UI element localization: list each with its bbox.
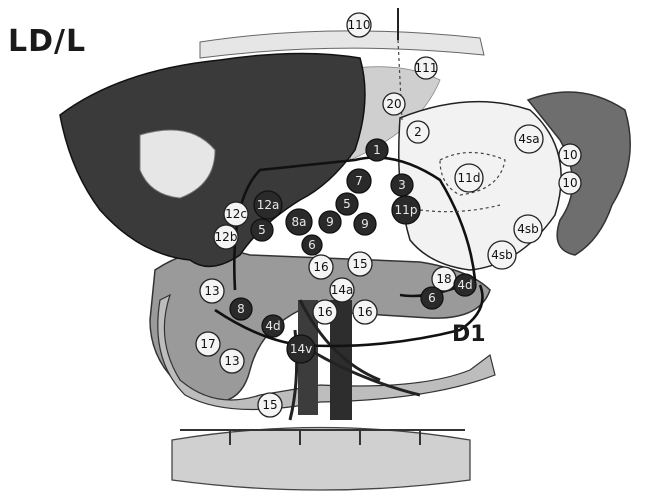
node-dark: 5	[336, 193, 358, 215]
svg-text:10: 10	[562, 148, 577, 162]
svg-text:14a: 14a	[331, 283, 354, 297]
node-white: 10	[559, 144, 581, 166]
svg-text:15: 15	[262, 398, 277, 412]
svg-text:15: 15	[352, 257, 367, 271]
node-dark: 11p	[392, 196, 420, 224]
svg-text:4d: 4d	[457, 278, 472, 292]
node-dark: 4d	[262, 315, 284, 337]
node-dark: 14v	[287, 335, 315, 363]
node-white: 111	[415, 57, 438, 79]
node-white: 13	[220, 349, 244, 373]
svg-text:12c: 12c	[225, 207, 247, 221]
node-white: 13	[200, 279, 224, 303]
node-white: 16	[313, 300, 337, 324]
node-white: 14a	[330, 278, 354, 302]
svg-text:11d: 11d	[458, 171, 481, 185]
svg-text:110: 110	[348, 18, 371, 32]
node-dark: 9	[354, 213, 376, 235]
svg-text:6: 6	[428, 291, 436, 305]
node-white: 15	[258, 393, 282, 417]
node-dark: 7	[347, 169, 371, 193]
svg-text:6: 6	[308, 238, 316, 252]
dissection-level-label: D1	[452, 322, 486, 347]
svg-text:9: 9	[326, 215, 334, 229]
node-dark: 5	[251, 219, 273, 241]
node-dark: 3	[391, 174, 413, 196]
node-white: 12c	[224, 202, 248, 226]
node-white: 16	[353, 300, 377, 324]
node-white: 2	[407, 121, 429, 143]
node-dark: 9	[319, 211, 341, 233]
svg-text:12b: 12b	[215, 230, 238, 244]
node-white: 4sb	[514, 215, 542, 243]
svg-text:20: 20	[386, 97, 401, 111]
svg-text:3: 3	[398, 178, 406, 192]
svg-text:8a: 8a	[292, 215, 307, 229]
node-dark: 12a	[254, 191, 282, 219]
node-white: 4sb	[488, 241, 516, 269]
node-white: 10	[559, 172, 581, 194]
node-white: 110	[347, 13, 371, 37]
node-dark: 6	[302, 235, 322, 255]
svg-text:16: 16	[317, 305, 332, 319]
node-white: 15	[348, 252, 372, 276]
svg-text:2: 2	[414, 125, 422, 139]
svg-text:1: 1	[373, 143, 381, 157]
node-white: 20	[383, 93, 405, 115]
svg-text:9: 9	[361, 217, 369, 231]
diaphragm	[200, 31, 484, 58]
svg-text:7: 7	[355, 174, 363, 188]
svg-text:13: 13	[204, 284, 219, 298]
svg-text:5: 5	[343, 197, 351, 211]
node-white: 17	[196, 332, 220, 356]
svg-text:4d: 4d	[265, 319, 280, 333]
svg-text:111: 111	[415, 61, 438, 75]
svg-text:5: 5	[258, 223, 266, 237]
svg-text:4sb: 4sb	[491, 248, 513, 262]
svg-text:16: 16	[313, 260, 328, 274]
intestine	[172, 428, 470, 491]
node-dark: 8a	[286, 209, 312, 235]
node-white: 11d	[455, 164, 483, 192]
node-dark: 8	[230, 298, 252, 320]
svg-text:10: 10	[562, 176, 577, 190]
svg-text:14v: 14v	[290, 342, 312, 356]
node-white: 4sa	[515, 125, 543, 153]
svg-text:4sa: 4sa	[518, 132, 539, 146]
svg-text:18: 18	[436, 272, 451, 286]
svg-text:17: 17	[200, 337, 215, 351]
node-dark: 4d	[454, 274, 476, 296]
node-dark: 6	[421, 287, 443, 309]
svg-text:13: 13	[224, 354, 239, 368]
node-white: 16	[309, 255, 333, 279]
svg-text:11p: 11p	[395, 203, 418, 217]
svg-text:8: 8	[237, 302, 245, 316]
svg-text:12a: 12a	[257, 198, 280, 212]
svg-text:4sb: 4sb	[517, 222, 539, 236]
node-white: 12b	[214, 225, 238, 249]
figure-title: LD/L	[8, 24, 86, 59]
node-dark: 1	[366, 139, 388, 161]
svg-text:16: 16	[357, 305, 372, 319]
